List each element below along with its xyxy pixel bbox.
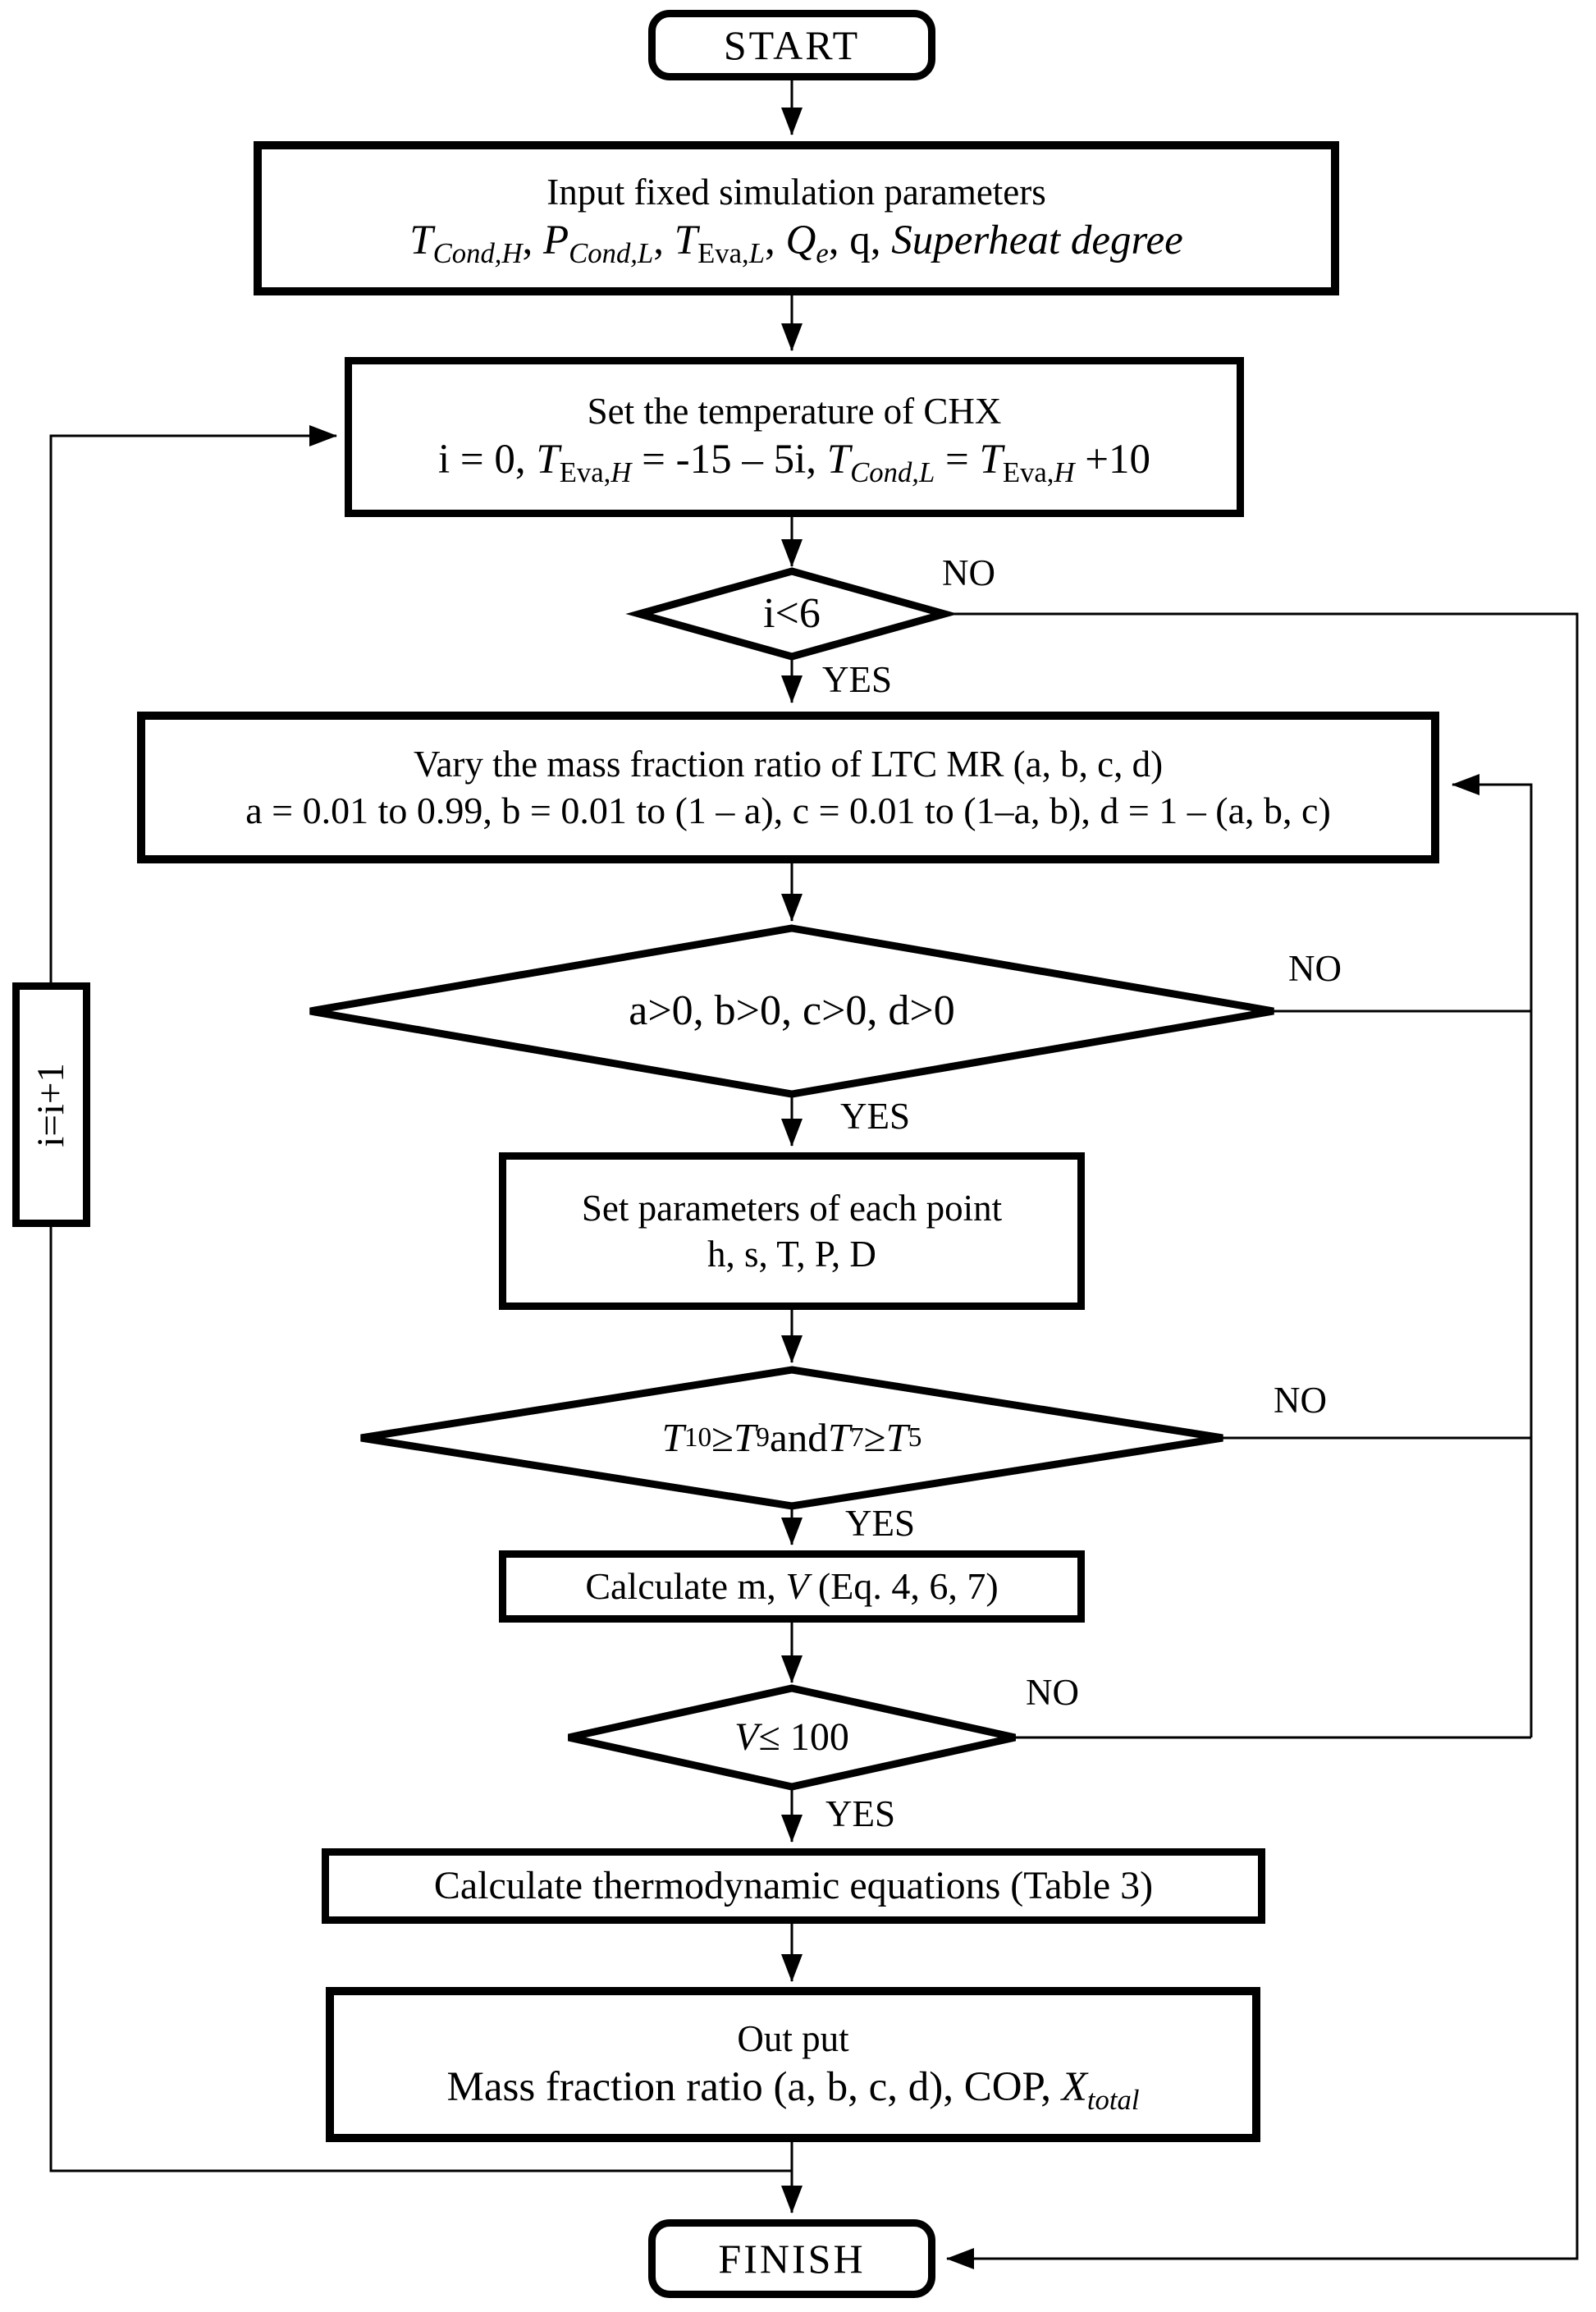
increment-i-label: i=i+1: [30, 1062, 73, 1147]
decision-diamond-temp: [360, 1366, 1223, 1510]
input-parameters-line2: TCond,H, PCond,L, TEva,L, Qe, q, Superhe…: [409, 217, 1183, 270]
start-label: START: [723, 21, 861, 68]
decision-i-no-label: NO: [942, 552, 995, 593]
decision-v-no-label: NO: [1026, 1672, 1079, 1713]
decision-v-label: V ≤ 100: [734, 1715, 849, 1759]
output-line2: Mass fraction ratio (a, b, c, d), COP, X…: [446, 2063, 1140, 2116]
calculate-thermo-label: Calculate thermodynamic equations (Table…: [433, 1864, 1154, 1907]
increment-i-node: i=i+1: [12, 982, 90, 1227]
input-parameters-line1: Input fixed simulation parameters: [546, 172, 1046, 213]
decision-diamond-v: [568, 1684, 1016, 1791]
set-chx-node: Set the temperature of CHX i = 0, TEva,H…: [345, 357, 1244, 517]
calculate-mv-node: Calculate m, V (Eq. 4, 6, 7): [499, 1550, 1085, 1623]
decision-abcd-label: a>0, b>0, c>0, d>0: [629, 987, 955, 1035]
output-node: Out put Mass fraction ratio (a, b, c, d)…: [326, 1987, 1260, 2142]
edge-loop-increment-to-chx: [49, 425, 792, 2172]
vary-mass-fraction-line1: Vary the mass fraction ratio of LTC MR (…: [413, 743, 1164, 785]
set-point-parameters-line1: Set parameters of each point: [581, 1187, 1003, 1229]
vary-mass-fraction-node: Vary the mass fraction ratio of LTC MR (…: [137, 712, 1439, 863]
input-parameters-node: Input fixed simulation parameters TCond,…: [254, 141, 1339, 295]
decision-temp-no-label: NO: [1274, 1380, 1327, 1421]
set-chx-line2: i = 0, TEva,H = -15 – 5i, TCond,L = TEva…: [437, 436, 1151, 488]
calculate-mv-label: Calculate m, V (Eq. 4, 6, 7): [585, 1565, 999, 1608]
finish-label: FINISH: [718, 2235, 866, 2282]
finish-node: FINISH: [648, 2219, 935, 2298]
decision-v-yes-label: YES: [825, 1793, 896, 1834]
decision-abcd-yes-label: YES: [840, 1096, 911, 1137]
vary-mass-fraction-line2: a = 0.01 to 0.99, b = 0.01 to (1 – a), c…: [245, 789, 1331, 831]
edge-decision-i-no-to-finish: [944, 612, 1579, 2269]
decision-diamond-abcd: [309, 924, 1274, 1098]
decision-temp-yes-label: YES: [845, 1503, 916, 1544]
output-line1: Out put: [737, 2017, 849, 2059]
start-node: START: [648, 10, 935, 80]
calculate-thermo-node: Calculate thermodynamic equations (Table…: [322, 1848, 1265, 1924]
decision-i-yes-label: YES: [822, 659, 893, 700]
decision-abcd-no-label: NO: [1288, 948, 1342, 989]
set-point-parameters-line2: h, s, T, P, D: [707, 1234, 876, 1275]
decision-diamond-i: [625, 567, 958, 661]
edge-no-rail-to-vary: [1452, 774, 1533, 1737]
set-point-parameters-node: Set parameters of each point h, s, T, P,…: [499, 1152, 1085, 1310]
decision-i-label: i<6: [763, 590, 821, 638]
set-chx-line1: Set the temperature of CHX: [587, 390, 1002, 432]
